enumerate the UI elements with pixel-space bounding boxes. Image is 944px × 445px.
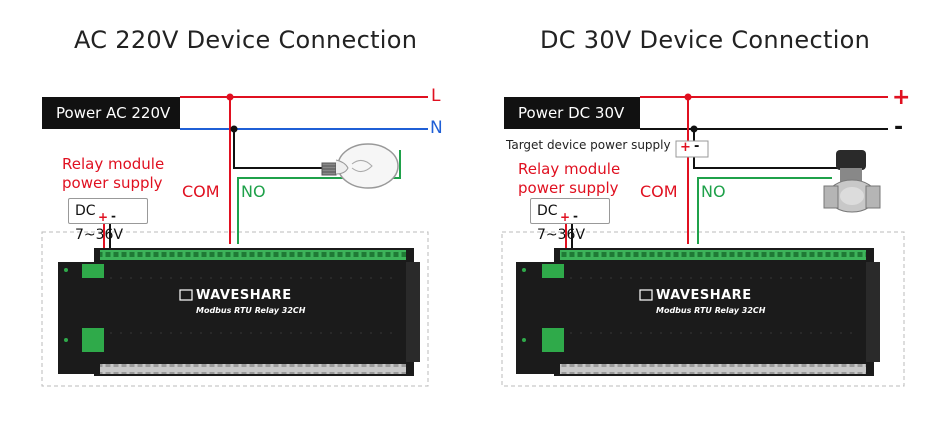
left-n-to-bulb-wire — [233, 129, 330, 169]
left-relay-supply-line2: power supply — [62, 174, 163, 192]
right-line-minus: - — [894, 115, 904, 140]
left-dc-range: DC 7~36V — [68, 198, 148, 243]
right-target-supply: Target device power supply — [506, 138, 671, 152]
solenoid-valve-icon — [823, 150, 881, 213]
left-minus-sign: - — [111, 209, 116, 223]
right-relay-board — [516, 248, 880, 376]
left-com-label: COM — [182, 182, 220, 201]
right-power-label: Power DC 30V — [504, 97, 640, 129]
left-plus-sign: + — [98, 210, 109, 224]
left-relay-supply: Relay module power supply — [62, 155, 164, 193]
left-title: AC 220V Device Connection — [74, 26, 418, 54]
left-line-n: N — [430, 118, 443, 138]
left-device-outline — [41, 231, 429, 387]
right-plus-junction — [684, 93, 692, 101]
right-relay-supply: Relay module power supply — [518, 160, 620, 198]
light-bulb-icon — [321, 143, 399, 189]
left-brand: WAVESHARE — [196, 288, 292, 303]
left-model: Modbus RTU Relay 32CH — [196, 306, 306, 315]
right-plus-sign: + — [560, 210, 571, 224]
left-l-junction — [226, 93, 234, 101]
right-line-plus: + — [892, 85, 911, 110]
right-minus-to-valve-wire — [693, 129, 841, 169]
right-target-plus: + — [680, 140, 691, 155]
right-diagram — [501, 93, 905, 387]
right-relay-supply-line2: power supply — [518, 179, 619, 197]
right-com-label: COM — [640, 182, 678, 201]
right-minus-sign: - — [573, 209, 578, 223]
right-brand: WAVESHARE — [656, 288, 752, 303]
right-target-minus: - — [694, 139, 700, 154]
right-device-outline — [501, 231, 905, 387]
right-no-wire — [697, 177, 832, 244]
left-no-wire — [237, 150, 401, 244]
left-line-l: L — [431, 86, 441, 106]
right-dc-range: DC 7~36V — [530, 198, 610, 243]
left-relay-board — [58, 248, 420, 376]
right-title: DC 30V Device Connection — [540, 26, 871, 54]
left-power-label: Power AC 220V — [42, 97, 180, 129]
right-no-label: NO — [701, 182, 726, 201]
left-relay-supply-line1: Relay module — [62, 155, 165, 173]
target-supply-box — [675, 140, 709, 158]
right-relay-supply-line1: Relay module — [518, 160, 621, 178]
left-diagram — [41, 93, 429, 387]
right-model: Modbus RTU Relay 32CH — [656, 306, 766, 315]
left-no-label: NO — [241, 182, 266, 201]
